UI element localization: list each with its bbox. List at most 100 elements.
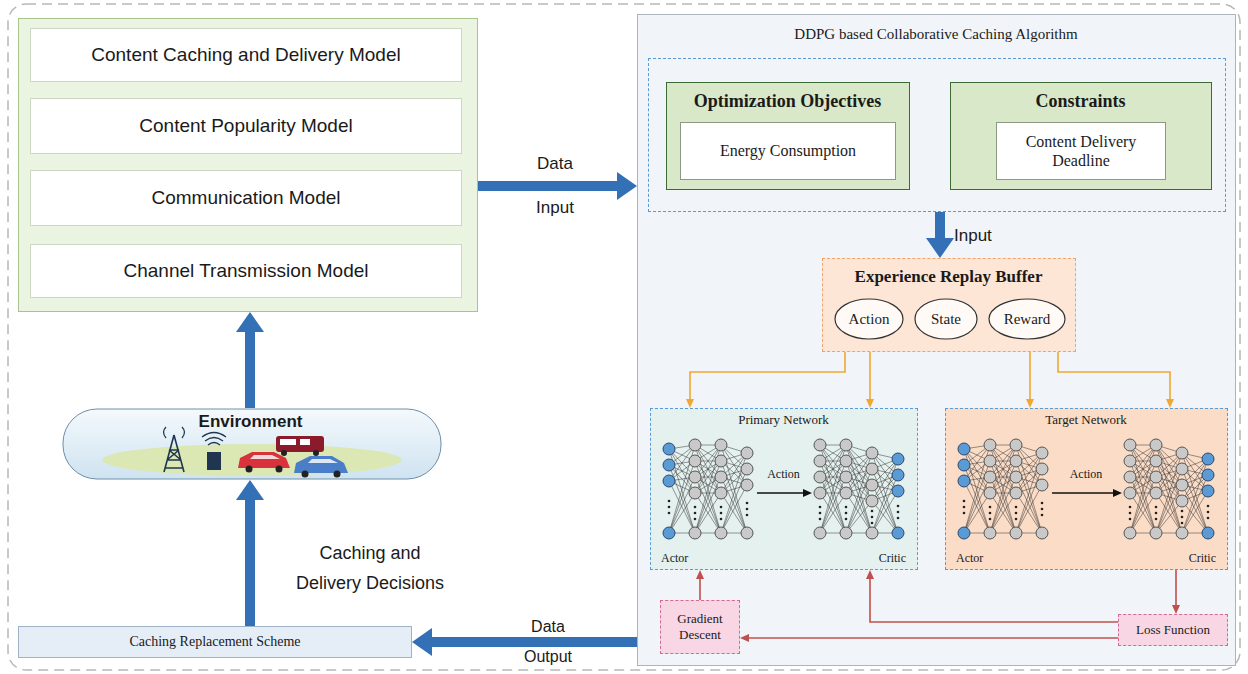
action-arrow [757,492,804,493]
connector-line [478,181,618,191]
neural-network-illustration [946,409,1226,568]
neuron [814,455,826,467]
neuron [1176,495,1188,507]
neuron [1202,527,1214,539]
neuron [840,439,852,451]
target-network-text: Action [1051,467,1121,481]
arrowhead [1166,399,1174,408]
neuron [663,475,675,487]
network-link [990,493,1016,533]
neuron [663,527,675,539]
network-link [695,493,721,533]
ellipsis-dot [1155,506,1158,509]
neuron [1202,485,1214,497]
neuron [1176,463,1188,475]
target-network: Target NetworkActorActionCritic [945,408,1228,570]
ellipsis-dot [1181,522,1184,525]
ellipse-outline [989,299,1065,339]
tower-icon [164,427,185,472]
ellipse-outline [915,299,977,339]
connector-line [245,331,255,408]
arrowhead [236,480,264,500]
network-link [669,449,695,493]
ellipsis-dot [1041,514,1044,517]
ground [102,444,402,476]
connector [866,570,1118,622]
network-link [964,493,990,533]
replay-buffer: Experience Replay BufferActionStateRewar… [822,258,1076,352]
arrowhead [740,634,749,642]
neuron [1036,479,1048,491]
primary-network-text: Actor [657,551,717,565]
neuron [866,479,878,491]
replay-buffer-text: Experience Replay Buffer [823,267,1074,287]
target-network-text: Target Network [946,412,1226,428]
model-box: Communication Model [30,170,462,226]
gradient-box-text: Gradient Descent [667,611,733,642]
arrowhead [926,238,954,258]
neuron [958,443,970,455]
connector [740,634,1118,642]
arrowhead [412,628,432,656]
model-box: Content Caching and Delivery Model [30,28,462,82]
ellipsis-dot [963,506,966,509]
objective-box: Optimization ObjectivesEnergy Consumptio… [666,82,910,190]
model-box-text: Channel Transmission Model [123,260,368,283]
ellipsis-dot [1181,516,1184,519]
objective-item: Energy Consumption [680,122,896,180]
connector-line [748,637,1118,639]
neuron [741,527,753,539]
connector-line [870,578,1118,622]
dashed-frame [8,4,1240,670]
environment-text: Environment [62,412,439,432]
neuron [814,439,826,451]
edge-label: Caching and Delivery Decisions [290,538,450,598]
neuron [1176,447,1188,459]
neuron [1010,455,1022,467]
ellipsis-dot [1155,518,1158,521]
arrowhead [866,570,874,579]
model-box: Content Popularity Model [30,98,462,154]
arrowhead [866,399,874,408]
neuron [984,527,996,539]
connector [686,352,845,408]
ellipsis-dot [1015,512,1018,515]
neuron [741,463,753,475]
action-arrow [1052,492,1114,493]
ellipsis-dot [845,518,848,521]
neuron [1010,439,1022,451]
buffer-item: Action [834,298,904,340]
network-link [820,493,846,533]
action-arrowhead [1113,489,1122,497]
constraint-box-text: Constraints [951,91,1210,113]
ellipsis-dot [963,500,966,503]
network-link [820,477,846,533]
connector-line [1058,352,1170,400]
wifi-icon [202,433,226,446]
algorithm-panel: DDPG based Collaborative Caching Algorit… [637,14,1236,666]
target-network-text: Actor [952,551,1012,565]
neuron [892,485,904,497]
connector [478,172,637,200]
neuron [958,459,970,471]
neuron [1150,439,1162,451]
network-link [721,493,747,533]
neuron [814,471,826,483]
ellipsis-dot [845,512,848,515]
ellipsis-dot [819,506,822,509]
neuron [663,459,675,471]
ellipsis-dot [1041,508,1044,511]
ellipsis-dot [668,506,671,509]
neuron [1150,455,1162,467]
ellipsis-dot [845,506,848,509]
ellipsis-dot [694,506,697,509]
primary-network-text: Primary Network [651,412,916,428]
connector [926,212,954,258]
neuron [715,455,727,467]
neuron [814,487,826,499]
neuron [715,527,727,539]
neuron [840,527,852,539]
ellipsis-dot [746,502,749,505]
arrowhead [696,570,704,579]
ellipsis-dot [720,512,723,515]
